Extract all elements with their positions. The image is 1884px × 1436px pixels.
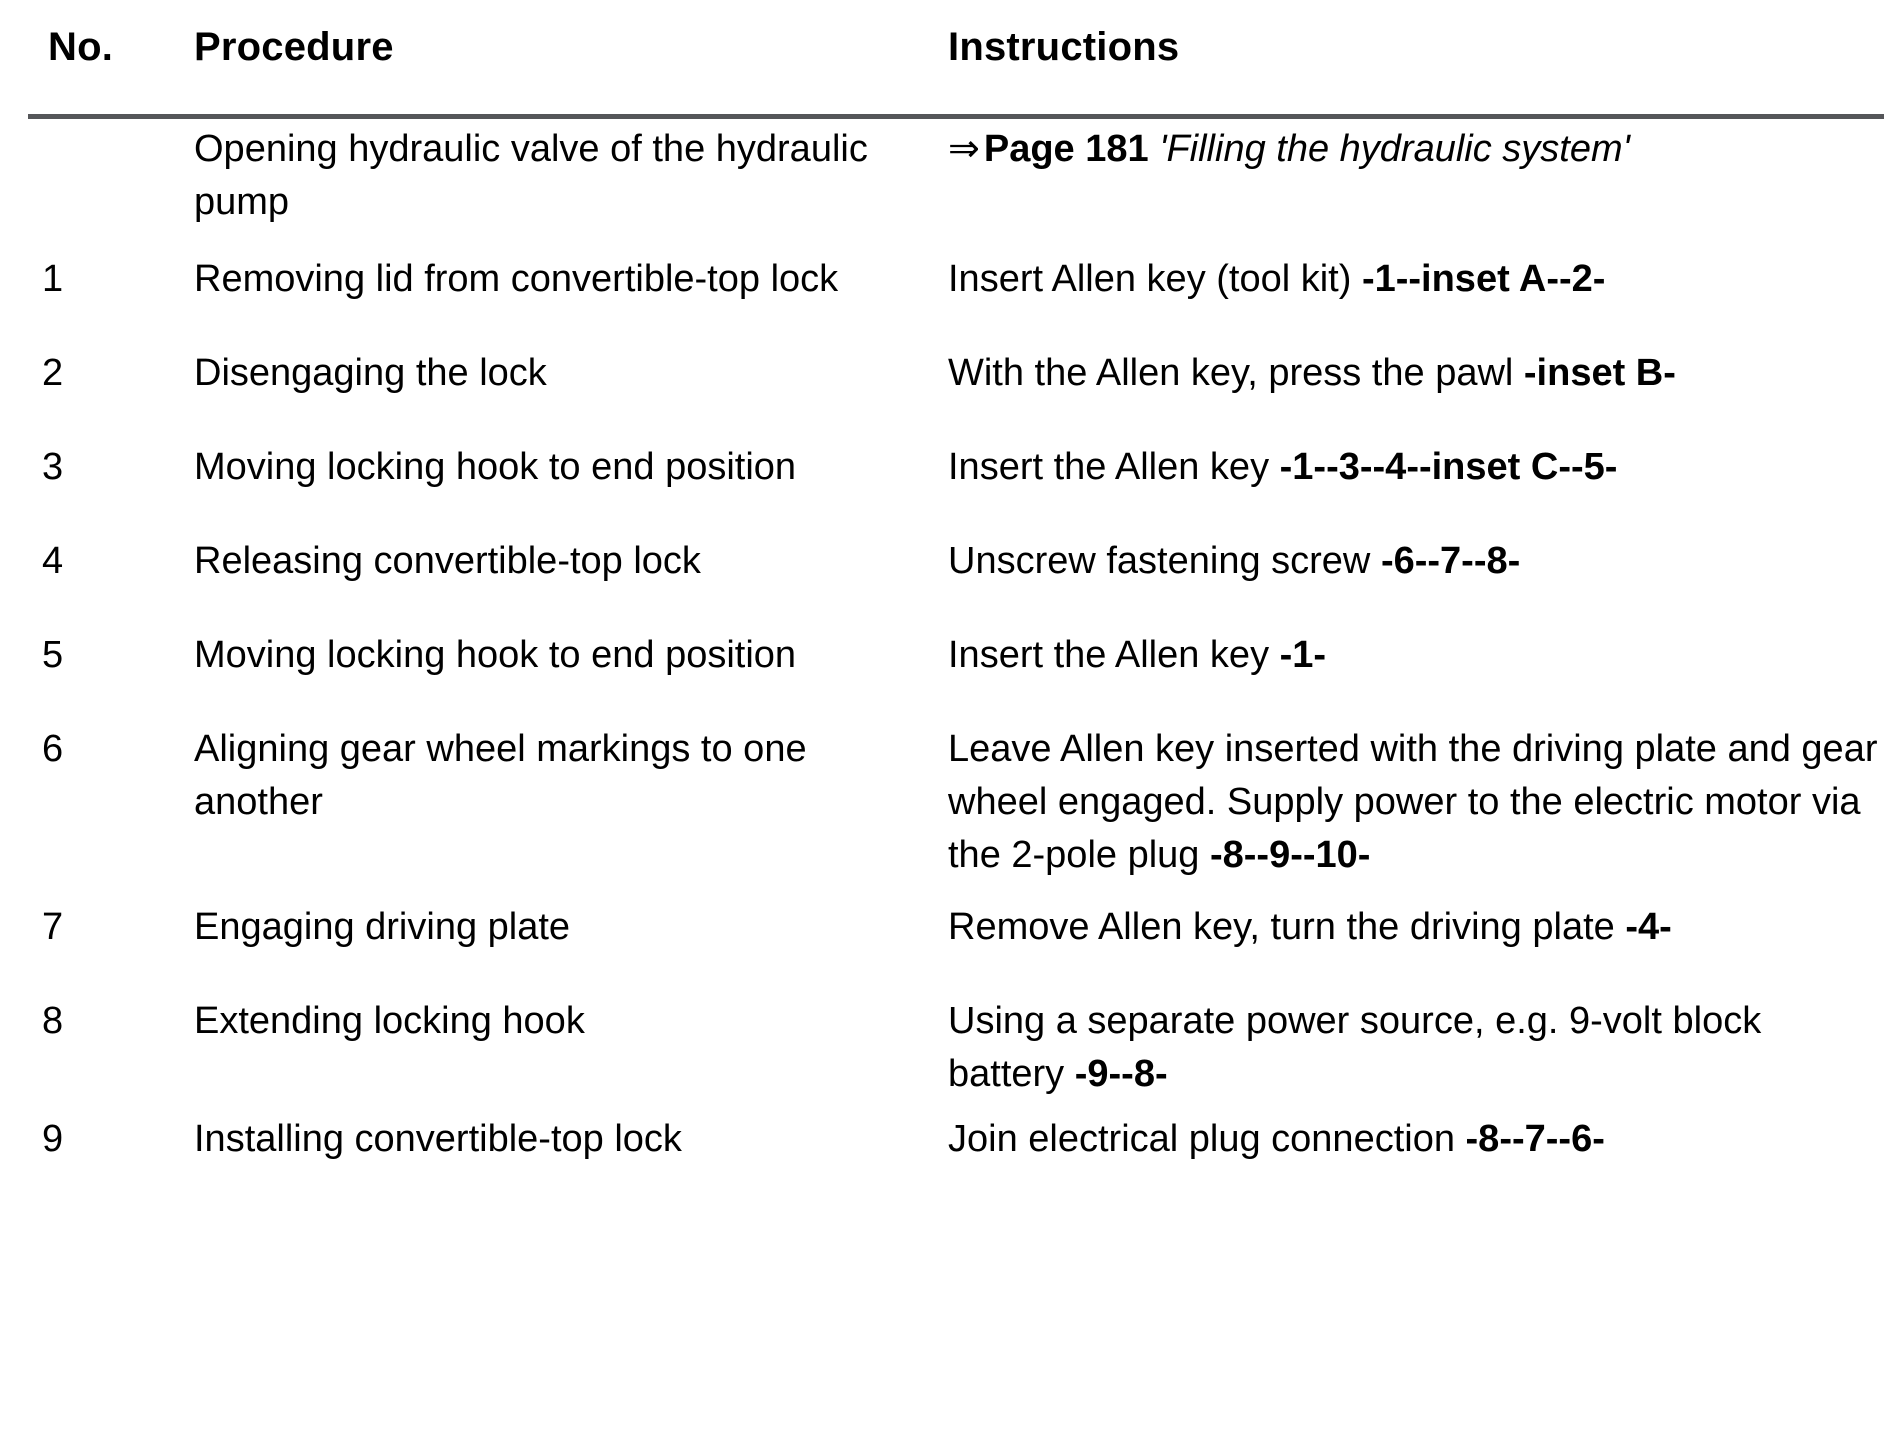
row-procedure: Engaging driving plate	[194, 906, 571, 948]
row-number: 9	[42, 1118, 64, 1160]
table-header: No. Procedure Instructions	[0, 18, 1884, 119]
column-header-instructions: Instructions	[948, 25, 1180, 69]
row-procedure: Disengaging the lock	[194, 352, 547, 394]
row-procedure: Removing lid from convertible-top lock	[194, 258, 839, 300]
row-instruction: Insert Allen key (tool kit) -1--inset A-…	[948, 258, 1606, 300]
row-number: 8	[42, 1000, 64, 1042]
column-header-no: No.	[48, 25, 114, 69]
row-instruction: Insert the Allen key -1-	[948, 634, 1327, 676]
row-procedure: Aligning gear wheel markings to one anot…	[194, 728, 807, 823]
page-reference[interactable]: Page 181	[983, 128, 1149, 170]
part-reference: -4-	[1625, 906, 1672, 948]
row-instruction: Join electrical plug connection -8--7--6…	[948, 1118, 1605, 1160]
part-reference: -6--7--8-	[1380, 540, 1521, 582]
row-instruction: Leave Allen key inserted with the drivin…	[948, 728, 1878, 876]
row-number: 5	[42, 634, 64, 676]
header-divider-rule	[28, 114, 1884, 119]
part-reference: -8--9--10-	[1209, 834, 1371, 876]
column-header-procedure: Procedure	[194, 25, 394, 69]
part-reference: -9--8-	[1074, 1053, 1168, 1095]
part-reference: -inset B-	[1523, 352, 1676, 394]
row-procedure: Moving locking hook to end position	[194, 634, 797, 676]
row-number: 3	[42, 446, 64, 488]
part-reference: -1--inset A--2-	[1361, 258, 1606, 300]
row-instruction: Unscrew fastening screw -6--7--8-	[948, 540, 1521, 582]
double-arrow-icon: ⇒	[948, 128, 980, 170]
row-number: 4	[42, 540, 64, 582]
part-reference: -1-	[1279, 634, 1327, 676]
row-procedure: Extending locking hook	[194, 1000, 585, 1042]
part-reference: -8--7--6-	[1465, 1118, 1605, 1160]
row-number: 1	[42, 258, 64, 300]
row-number: 7	[42, 906, 64, 948]
row-procedure: Releasing convertible-top lock	[194, 540, 701, 582]
row-instruction: Using a separate power source, e.g. 9-vo…	[948, 1000, 1762, 1095]
row-instruction: Insert the Allen key -1--3--4--inset C--…	[948, 446, 1618, 488]
row-instruction: With the Allen key, press the pawl -inse…	[948, 352, 1676, 394]
row-instruction: Remove Allen key, turn the driving plate…	[948, 906, 1672, 948]
row-number: 2	[42, 352, 64, 394]
row-procedure: Installing convertible-top lock	[194, 1118, 682, 1160]
part-reference: -1--3--4--inset C--5-	[1279, 446, 1618, 488]
row-procedure: Opening hydraulic valve of the hydraulic…	[194, 128, 868, 223]
chapter-title: 'Filling the hydraulic system'	[1159, 128, 1630, 170]
table-body: Opening hydraulic valve of the hydraulic…	[0, 101, 1884, 1436]
row-number: 6	[42, 728, 64, 770]
row-instruction: ⇒Page 181 'Filling the hydraulic system'	[948, 123, 1878, 176]
row-procedure: Moving locking hook to end position	[194, 446, 797, 488]
